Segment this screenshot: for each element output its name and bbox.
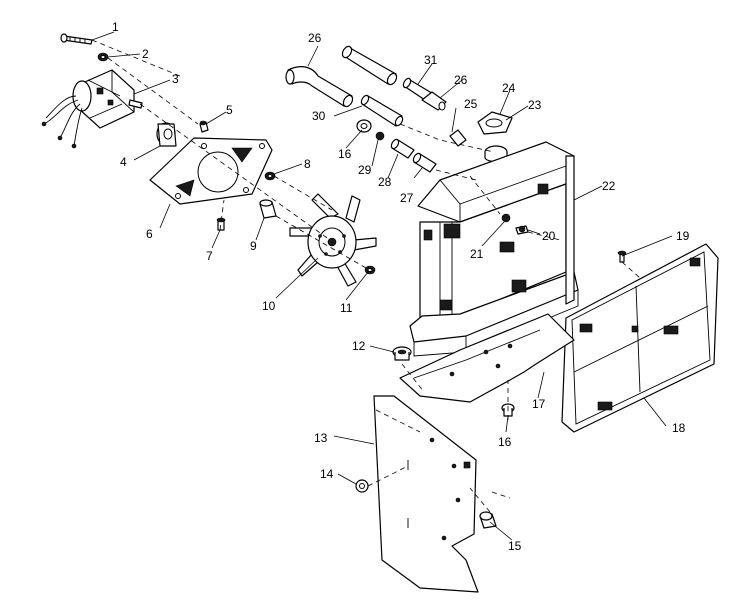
callout-13: 13 <box>314 431 328 445</box>
callout-29: 29 <box>358 163 372 177</box>
part-29-washer <box>375 131 385 141</box>
assembly-lines <box>91 39 641 513</box>
callout-14: 14 <box>320 467 334 481</box>
part-30-hose <box>360 94 404 127</box>
callout-31: 31 <box>424 53 438 67</box>
part-10-fan-blade <box>289 193 377 287</box>
part-4-coupling <box>156 122 177 147</box>
part-24-cap <box>477 111 513 135</box>
callout-17: 17 <box>532 397 546 411</box>
callout-1: 1 <box>112 20 119 34</box>
callout-26-right: 26 <box>454 73 468 87</box>
callout-3: 3 <box>172 72 179 86</box>
part-22-radiator <box>409 141 579 357</box>
part-5-screw <box>199 120 209 133</box>
hose-upper-right <box>341 45 398 86</box>
callout-16-upper: 16 <box>338 147 352 161</box>
part-1-screw <box>60 33 93 45</box>
callout-16-lower: 16 <box>498 435 512 449</box>
callout-23: 23 <box>528 98 542 112</box>
callout-27: 27 <box>400 191 414 205</box>
callout-5: 5 <box>226 103 233 117</box>
part-8-nut <box>264 171 276 181</box>
callout-7: 7 <box>206 249 213 263</box>
callout-9: 9 <box>250 239 257 253</box>
callout-4: 4 <box>120 155 127 169</box>
callout-26-left: 26 <box>308 31 322 45</box>
callout-25: 25 <box>464 97 478 111</box>
callout-8: 8 <box>304 157 311 171</box>
part-19-screw <box>617 250 627 263</box>
part-13-side-panel <box>373 395 479 593</box>
part-12-grommet <box>392 346 412 361</box>
part-14-grommet <box>355 479 369 493</box>
part-7-screw <box>216 217 226 231</box>
callout-20: 20 <box>542 229 556 243</box>
part-17-bracket <box>399 313 575 403</box>
callout-6: 6 <box>146 227 153 241</box>
part-20-screw <box>515 225 529 235</box>
callout-22: 22 <box>602 179 616 193</box>
callout-19: 19 <box>676 229 690 243</box>
callout-28: 28 <box>378 175 392 189</box>
part-26-clamp <box>421 91 447 111</box>
callout-2: 2 <box>142 47 149 61</box>
part-16-clamp-upper <box>356 119 372 133</box>
part-25-cap-gasket <box>449 129 467 147</box>
part-15-grommet <box>479 511 497 529</box>
callout-15: 15 <box>508 539 522 553</box>
callout-numbers: 1 2 3 4 5 6 7 8 9 10 11 12 13 14 15 16 1… <box>112 20 690 553</box>
part-28-sleeve <box>390 138 415 159</box>
part-11-nut <box>364 265 376 275</box>
callout-12: 12 <box>352 339 366 353</box>
part-27-sleeve <box>412 152 437 173</box>
callout-18: 18 <box>672 421 686 435</box>
part-3-fan-motor <box>41 69 143 149</box>
callout-24: 24 <box>502 81 516 95</box>
part-6-mount-plate <box>149 137 273 205</box>
part-9-spacer <box>259 199 277 219</box>
leader-lines <box>91 31 673 541</box>
callout-21: 21 <box>470 247 484 261</box>
part-26-upper-hose <box>285 66 354 108</box>
part-18-screen <box>561 243 719 433</box>
part-21-washer <box>501 213 511 223</box>
callout-11: 11 <box>340 301 353 315</box>
callout-30: 30 <box>312 109 326 123</box>
part-2-nut <box>97 52 109 62</box>
callout-10: 10 <box>262 299 276 313</box>
